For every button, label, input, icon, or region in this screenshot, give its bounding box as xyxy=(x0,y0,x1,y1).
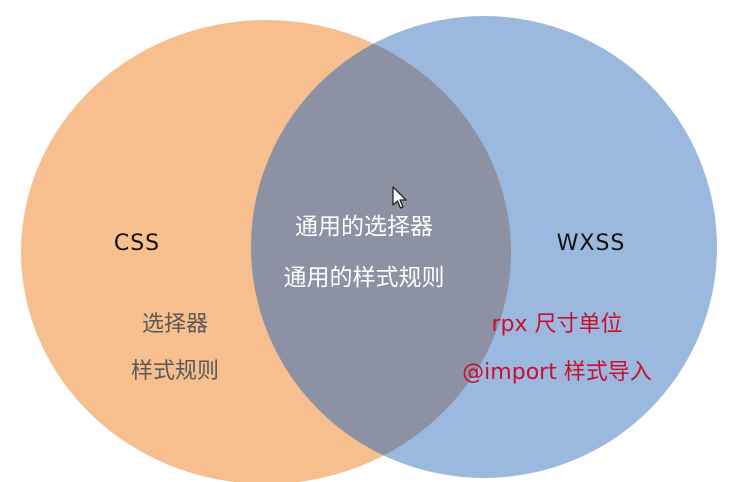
wxss-item-import: @import 样式导入 xyxy=(462,360,652,385)
wxss-set-title: WXSS xyxy=(556,231,626,256)
common-style-rules-label: 通用的样式规则 xyxy=(283,265,445,291)
arrow-cursor-icon xyxy=(392,186,408,210)
intersection-region xyxy=(251,20,511,478)
css-set-title: CSS xyxy=(113,231,161,256)
css-item-selector: 选择器 xyxy=(141,312,209,337)
common-selector-label: 通用的选择器 xyxy=(295,214,433,240)
wxss-item-rpx-unit: rpx 尺寸单位 xyxy=(491,312,623,337)
css-item-style-rules: 样式规则 xyxy=(130,359,220,384)
